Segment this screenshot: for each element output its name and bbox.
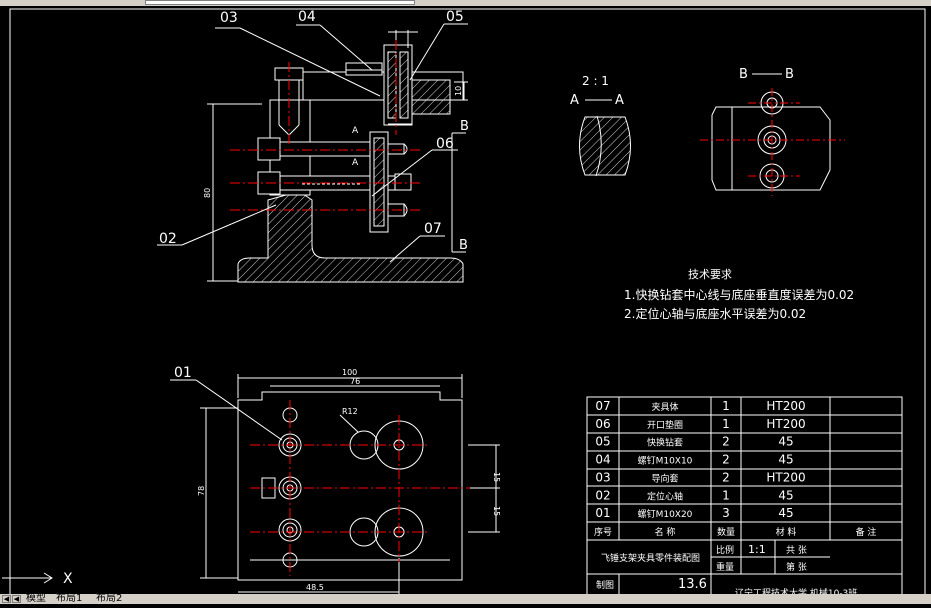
scale-value: 1:1 — [748, 543, 766, 556]
parts-cell-r1-c0: 06 — [595, 417, 610, 431]
tech-req-title: 技术要求 — [688, 268, 732, 281]
ucs-x-label: X — [63, 571, 73, 587]
sheet-total: 共 张 — [786, 545, 807, 556]
tab-layout1[interactable]: 布局1 — [56, 593, 83, 604]
tech-req-item-2: 2.定位心轴与底座水平误差为0.02 — [624, 306, 806, 321]
parts-cell-r3-c3: 45 — [778, 453, 793, 467]
drawing-title: 飞锤支架夹具零件装配图 — [601, 552, 700, 564]
callout-03: 03 — [220, 10, 238, 26]
ucs-icon: X — [2, 571, 73, 587]
section-aa-title-left: A — [570, 93, 579, 108]
parts-cell-r2-c1: 快换钻套 — [647, 437, 683, 449]
top-view — [170, 374, 500, 594]
drawn-value: 13.6 — [678, 577, 707, 592]
section-a-upper: A — [352, 126, 359, 136]
scale-label: 比例 — [716, 544, 734, 556]
top-toolbar-strip — [0, 0, 931, 6]
parts-cell-r1-c2: 1 — [722, 417, 730, 431]
section-aa-scale: 2 : 1 — [582, 74, 609, 88]
dim-10: 10 — [454, 86, 463, 96]
dim-15b: 15 — [492, 506, 501, 516]
parts-cell-r0-c1: 夹具体 — [651, 401, 678, 413]
title-block-texts: 飞锤支架夹具零件装配图 比例 1:1 共 张 重量 第 张 制图 13.6 辽宁… — [596, 543, 857, 599]
parts-cell-r6-c2: 3 — [722, 506, 730, 520]
section-aa-title-right: A — [615, 93, 624, 108]
parts-cell-r4-c3: HT200 — [766, 470, 805, 484]
top-dim-texts: 100 76 78 48.5 R12 15 15 — [197, 368, 501, 592]
callout-01: 01 — [174, 365, 192, 381]
dim-100: 100 — [342, 368, 357, 377]
parts-cell-r3-c2: 2 — [722, 453, 730, 467]
tab-model[interactable]: 模型 — [26, 593, 46, 604]
parts-cell-r0-c2: 1 — [722, 399, 730, 413]
callout-02: 02 — [159, 231, 177, 247]
dim-15a: 15 — [492, 472, 501, 482]
parts-cell-r6-c0: 01 — [595, 506, 610, 520]
dim-48-5: 48.5 — [306, 583, 324, 592]
parts-cell-r2-c3: 45 — [778, 435, 793, 449]
parts-cell-r5-c0: 02 — [595, 488, 610, 502]
callout-05: 05 — [446, 9, 464, 25]
first-tab-button[interactable]: ◀ — [2, 595, 11, 603]
parts-cell-r5-c1: 定位心轴 — [647, 490, 683, 502]
callout-07: 07 — [424, 221, 442, 237]
drawn-label: 制图 — [596, 579, 614, 591]
parts-header-c0: 序号 — [594, 526, 612, 538]
front-leaders — [157, 23, 468, 263]
parts-cell-r2-c2: 2 — [722, 435, 730, 449]
front-dim-texts: 80 10 — [203, 86, 463, 198]
parts-cell-r4-c2: 2 — [722, 470, 730, 484]
view-bb-title-left: B — [739, 67, 748, 82]
section-b-bottom: B — [459, 238, 468, 253]
parts-header-c1: 名 称 — [655, 526, 676, 538]
toolbar-field[interactable] — [145, 0, 415, 5]
dim-78: 78 — [197, 486, 206, 496]
layout-tabs-bar: ◀ ◀ 模型 布局1 布局2 — [0, 594, 931, 604]
parts-cell-r1-c1: 开口垫圈 — [647, 419, 683, 431]
callout-labels: 03 04 05 06 02 07 01 — [159, 9, 464, 381]
parts-cell-r1-c3: HT200 — [766, 417, 805, 431]
dim-76: 76 — [350, 377, 360, 386]
section-a-lower: A — [352, 158, 359, 168]
prev-tab-button[interactable]: ◀ — [12, 595, 21, 603]
parts-cell-r4-c0: 03 — [595, 470, 610, 484]
section-markers: B B A A — [352, 119, 469, 253]
tech-req-item-1: 1.快换钻套中心线与底座垂直度误差为0.02 — [624, 287, 854, 302]
callout-04: 04 — [298, 9, 316, 25]
parts-cell-r4-c1: 导向套 — [651, 472, 678, 484]
parts-header-c4: 备 注 — [856, 526, 877, 538]
top-center-lines — [250, 400, 470, 576]
tab-layout2[interactable]: 布局2 — [96, 593, 123, 604]
parts-cell-r3-c0: 04 — [595, 453, 610, 467]
parts-table — [586, 396, 903, 598]
parts-header-c2: 数量 — [717, 526, 735, 538]
callout-06: 06 — [436, 136, 454, 152]
parts-cell-r2-c0: 05 — [595, 435, 610, 449]
parts-cell-r6-c3: 45 — [778, 506, 793, 520]
parts-cell-r0-c3: HT200 — [766, 399, 805, 413]
view-bb: B B — [700, 67, 845, 196]
parts-cell-r3-c1: 螺钉M10X10 — [638, 456, 693, 467]
weight-label: 重量 — [716, 561, 734, 573]
front-view — [207, 30, 468, 283]
sheet-no: 第 张 — [786, 561, 807, 573]
view-bb-title-right: B — [785, 67, 794, 82]
tech-requirements: 技术要求 1.快换钻套中心线与底座垂直度误差为0.02 2.定位心轴与底座水平误… — [624, 268, 854, 321]
parts-cell-r6-c1: 螺钉M10X20 — [638, 509, 693, 520]
dim-80: 80 — [203, 188, 212, 198]
parts-header-c3: 材 料 — [776, 526, 797, 538]
parts-cell-r5-c2: 1 — [722, 488, 730, 502]
dim-r12: R12 — [342, 407, 358, 416]
section-aa: 2 : 1 A A — [570, 74, 631, 177]
parts-cell-r5-c3: 45 — [778, 488, 793, 502]
section-b-top: B — [460, 119, 469, 134]
parts-cell-r0-c0: 07 — [595, 399, 610, 413]
